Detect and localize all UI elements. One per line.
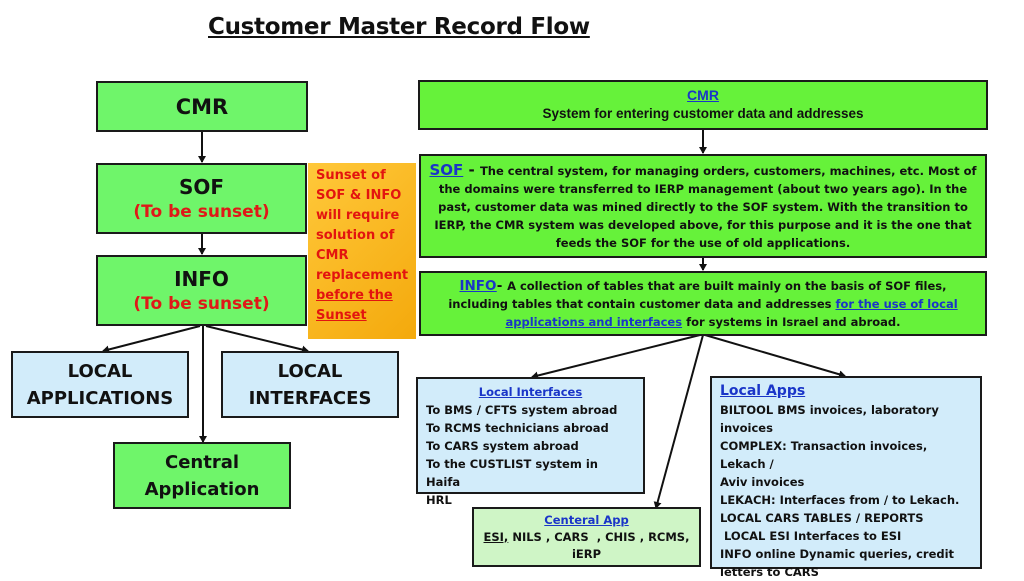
note-line-underlined: Sunset [316, 308, 367, 323]
cmr-label: CMR [175, 94, 229, 119]
local-interfaces-heading-row: Local Interfaces [426, 383, 635, 401]
info-box: INFO (To be sunset) [96, 255, 307, 326]
sof-description-paragraph: SOF - The central system, for managing o… [429, 161, 977, 252]
note-line-underlined: before the [316, 288, 393, 303]
cmr-heading-link[interactable]: CMR [687, 87, 719, 103]
local-applications-box: LOCAL APPLICATIONS [11, 351, 189, 418]
local-interfaces-box: LOCAL INTERFACES [221, 351, 399, 418]
central-app-line2: iERP [571, 546, 602, 561]
local-applications-line2: APPLICATIONS [26, 387, 174, 409]
local-apps-heading-link[interactable]: Local Apps [720, 383, 806, 399]
sof-label: SOF [178, 174, 225, 199]
arrow-info-to-local-interfaces [205, 325, 309, 354]
local-apps-heading-row: Local Apps [720, 381, 972, 401]
note-line: will require [316, 208, 400, 223]
sof-status: (To be sunset) [133, 201, 270, 222]
arrow-info-to-local-interfaces-right [531, 334, 701, 380]
list-item: BILTOOL BMS invoices, laboratory [720, 403, 939, 417]
list-item: LOCAL CARS TABLES / REPORTS [720, 511, 924, 525]
info-description-link[interactable]: for the use of local applications and in… [505, 296, 958, 329]
list-item: COMPLEX: Transaction invoices, Lekach / [720, 439, 928, 471]
list-item: invoices [720, 421, 773, 435]
info-status-text: To be sunset [141, 293, 262, 314]
sof-description-box: SOF - The central system, for managing o… [419, 154, 987, 258]
arrow-info-to-local-applications [102, 325, 201, 354]
cmr-box: CMR [96, 81, 308, 132]
central-app-heading-link[interactable]: Centeral App [544, 512, 629, 527]
info-description-box: INFO- A collection of tables that are bu… [419, 271, 987, 336]
central-app-rest: NILS , CARS , CHIS , RCMS, [508, 529, 690, 544]
central-app-detail-box: Centeral App ESI, NILS , CARS , CHIS , R… [472, 507, 701, 567]
central-application-line2: Application [144, 478, 260, 500]
list-item: To the CUSTLIST system in Haifa [426, 457, 598, 489]
info-label: INFO [174, 266, 229, 291]
sof-separator: - [463, 160, 480, 179]
central-app-first-item: ESI, [483, 529, 509, 544]
info-separator: - [496, 277, 508, 294]
cmr-description-box: CMR System for entering customer data an… [418, 80, 988, 130]
cmr-description: System for entering customer data and ad… [542, 106, 864, 121]
list-item: LOCAL ESI Interfaces to ESI [720, 529, 902, 543]
info-description-before: A collection of tables that are built ma… [448, 278, 947, 311]
local-interfaces-line2: INTERFACES [248, 387, 372, 409]
list-item: INFO online Dynamic queries, credit [720, 547, 955, 561]
note-line: replacement [316, 268, 409, 283]
info-heading-link[interactable]: INFO [459, 277, 497, 294]
sof-status-text: To be sunset [141, 201, 262, 222]
arrow-info-to-local-apps-right [704, 334, 846, 379]
list-item: HRL [426, 493, 452, 507]
arrow-info-to-central-app-right [653, 334, 704, 509]
local-interfaces-detail-box: Local Interfaces To BMS / CFTS system ab… [416, 377, 645, 507]
list-item: To RCMS technicians abroad [426, 421, 609, 435]
local-apps-detail-box: Local Apps BILTOOL BMS invoices, laborat… [710, 376, 982, 579]
list-item: To BMS / CFTS system abroad [426, 403, 618, 417]
note-line: CMR [316, 248, 349, 263]
info-status: (To be sunset) [133, 293, 270, 314]
note-line: solution of [316, 228, 395, 243]
sof-heading-link[interactable]: SOF [429, 160, 464, 179]
info-description-paragraph: INFO- A collection of tables that are bu… [431, 277, 975, 331]
info-description-after: for systems in Israel and abroad. [682, 314, 901, 329]
local-applications-line1: LOCAL [67, 360, 133, 382]
list-item: To CARS system abroad [426, 439, 579, 453]
central-application-line1: Central [164, 451, 240, 473]
note-line: Sunset of [316, 168, 386, 183]
central-application-box: Central Application [113, 442, 291, 509]
page-title: Customer Master Record Flow [208, 14, 590, 40]
list-item: letters to CARS [720, 565, 819, 579]
note-line: SOF & INFO [316, 188, 402, 203]
list-item: Aviv invoices [720, 475, 805, 489]
central-app-line1: ESI, NILS , CARS , CHIS , RCMS, [484, 529, 690, 546]
list-item: LEKACH: Interfaces from / to Lekach. [720, 493, 960, 507]
sof-description: The central system, for managing orders,… [434, 163, 977, 250]
sof-box: SOF (To be sunset) [96, 163, 307, 234]
local-interfaces-heading-link[interactable]: Local Interfaces [478, 385, 583, 399]
local-interfaces-line1: LOCAL [277, 360, 343, 382]
sunset-note: Sunset of SOF & INFO will require soluti… [308, 163, 416, 339]
